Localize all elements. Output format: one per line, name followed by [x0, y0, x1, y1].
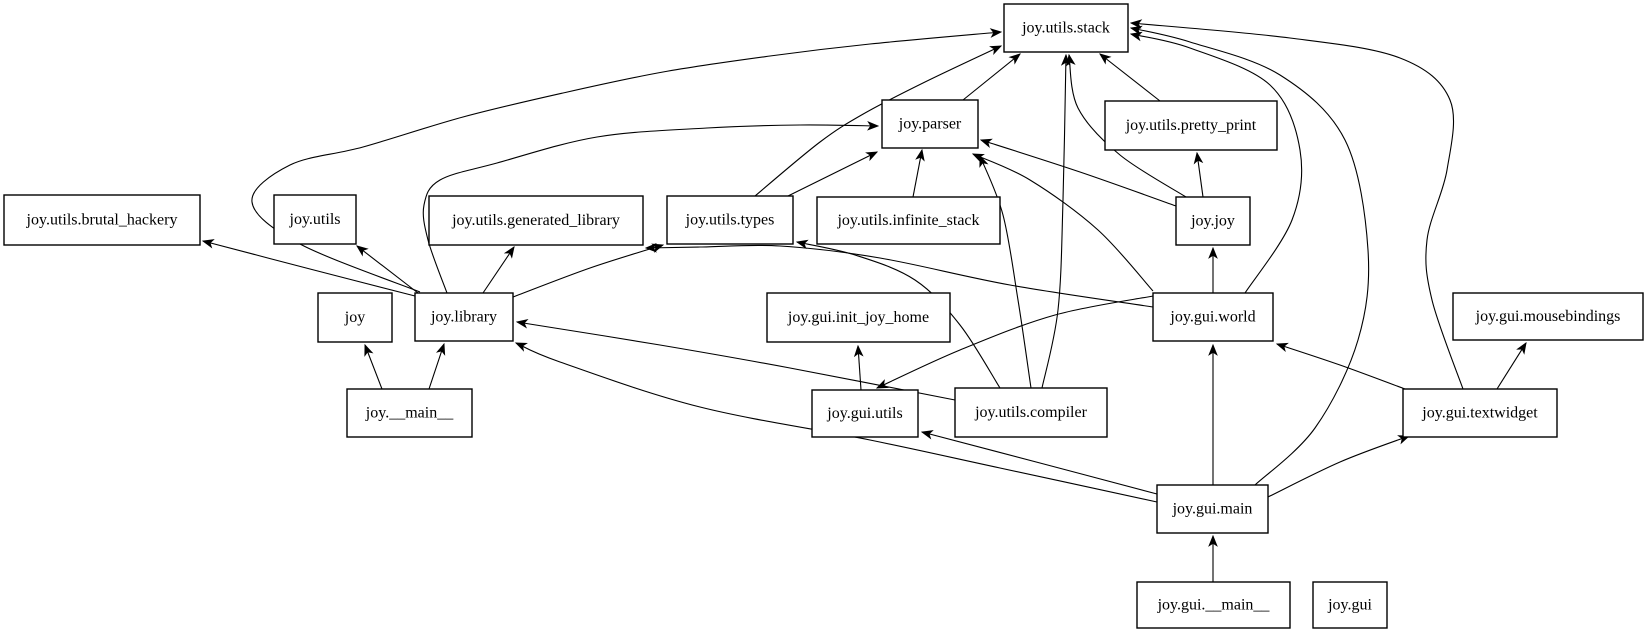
edge-joy-utils-compiler-to-joy-parser	[979, 154, 1032, 389]
node-joy-gui-textwidget: joy.gui.textwidget	[1402, 388, 1558, 438]
node-joy-gui-mousebindings: joy.gui.mousebindings	[1452, 292, 1644, 341]
node-box-joy	[317, 292, 393, 343]
edge-joy-utils-infinite-stack-to-joy-parser	[912, 148, 925, 198]
node-joy: joy	[317, 292, 393, 343]
node-label-joy-parser: joy.parser	[898, 116, 962, 133]
node-joy-utils-generated-library: joy.utils.generated_library	[428, 195, 644, 246]
edge-joy-main-to-joy-library	[428, 342, 446, 390]
node-label-joy-utils-brutal-hackery: joy.utils.brutal_hackery	[26, 212, 178, 229]
node-joy-utils-brutal-hackery: joy.utils.brutal_hackery	[3, 194, 201, 246]
node-box-joy-gui-world	[1152, 292, 1274, 342]
node-label-joy-gui-textwidget: joy.gui.textwidget	[1421, 405, 1538, 422]
node-label-joy-gui-mousebindings: joy.gui.mousebindings	[1475, 308, 1621, 325]
node-box-joy-utils-types	[666, 195, 794, 245]
node-box-joy-joy	[1175, 196, 1251, 246]
node-joy-gui-main: joy.gui.main	[1156, 484, 1269, 534]
edge-joy-gui-world-to-joy-utils-stack	[1129, 31, 1303, 294]
node-joy-utils-types: joy.utils.types	[666, 195, 794, 245]
node-box-joy-utils-generated-library	[428, 195, 644, 246]
node-label-joy-gui: joy.gui	[1327, 597, 1372, 614]
node-box-joy-parser	[881, 99, 979, 149]
edge-joy-library-to-joy-parser	[422, 120, 880, 294]
edge-joy-library-to-joy-utils-stack	[251, 28, 1003, 293]
node-label-joy-utils: joy.utils	[289, 211, 341, 228]
node-label-joy-utils-pretty-print: joy.utils.pretty_print	[1125, 117, 1257, 134]
edge-joy-gui-utils-to-joy-gui-init-joy-home	[853, 344, 864, 391]
node-label-joy-gui-world: joy.gui.world	[1169, 309, 1255, 326]
node-box-joy-gui-init-joy-home	[766, 292, 951, 343]
node-label-joy: joy	[344, 309, 365, 326]
node-box-joy-gui-main	[1136, 581, 1291, 629]
edge-joy-gui-world-to-joy-utils-generated-library	[644, 242, 1154, 308]
node-joy-utils-pretty-print: joy.utils.pretty_print	[1104, 100, 1278, 151]
edge-joy-utils-compiler-to-joy-utils-stack	[1041, 53, 1071, 389]
node-box-joy-utils-pretty-print	[1104, 100, 1278, 151]
node-joy-gui-main: joy.gui.__main__	[1136, 581, 1291, 629]
node-label-joy-joy: joy.joy	[1190, 213, 1235, 230]
node-label-joy-gui-main: joy.gui.__main__	[1157, 597, 1271, 614]
node-box-joy-gui-utils	[811, 389, 919, 438]
edge-joy-gui-textwidget-to-joy-gui-world	[1275, 342, 1406, 390]
node-label-joy-utils-compiler: joy.utils.compiler	[974, 404, 1088, 421]
node-box-joy-utils-compiler	[954, 387, 1108, 438]
edge-joy-joy-to-joy-parser	[979, 138, 1177, 207]
edge-joy-utils-types-to-joy-utils-stack	[754, 45, 1003, 197]
node-label-joy-library: joy.library	[430, 309, 497, 326]
node-joy-utils-compiler: joy.utils.compiler	[954, 387, 1108, 438]
node-label-joy-gui-main: joy.gui.main	[1172, 501, 1253, 518]
node-box-joy-main	[346, 388, 473, 438]
node-joy-library: joy.library	[414, 292, 514, 342]
edge-joy-library-to-joy-utils-generated-library	[482, 245, 515, 294]
node-joy-gui-init-joy-home: joy.gui.init_joy_home	[766, 292, 951, 343]
node-box-joy-utils-brutal-hackery	[3, 194, 201, 246]
node-label-joy-gui-init-joy-home: joy.gui.init_joy_home	[787, 309, 929, 326]
node-joy-joy: joy.joy	[1175, 196, 1251, 246]
edge-joy-utils-compiler-to-joy-utils-types	[795, 239, 1001, 389]
node-box-joy-gui	[1312, 581, 1388, 629]
node-joy-main: joy.__main__	[346, 388, 473, 438]
node-joy-utils: joy.utils	[273, 194, 357, 245]
node-joy-gui-world: joy.gui.world	[1152, 292, 1274, 342]
edge-joy-gui-textwidget-to-joy-gui-mousebindings	[1496, 341, 1527, 390]
node-box-joy-library	[414, 292, 514, 342]
node-label-joy-main: joy.__main__	[365, 405, 454, 422]
node-joy-gui-utils: joy.gui.utils	[811, 389, 919, 438]
edge-joy-gui-main-to-joy-utils-stack	[1129, 25, 1370, 486]
node-label-joy-utils-infinite-stack: joy.utils.infinite_stack	[836, 212, 979, 229]
edge-joy-library-to-joy-utils-brutal-hackery	[201, 239, 416, 297]
edge-joy-gui-main-to-joy-gui-utils	[920, 430, 1158, 495]
node-label-joy-gui-utils: joy.gui.utils	[826, 405, 902, 422]
edge-joy-utils-types-to-joy-parser	[787, 151, 879, 197]
node-box-joy-utils	[273, 194, 357, 245]
node-box-joy-gui-textwidget	[1402, 388, 1558, 438]
node-joy-utils-infinite-stack: joy.utils.infinite_stack	[816, 196, 1001, 245]
edge-joy-library-to-joy-utils-types	[512, 243, 665, 298]
edge-joy-library-to-joy-utils	[356, 245, 419, 294]
node-joy-gui: joy.gui	[1312, 581, 1388, 629]
node-joy-utils-stack: joy.utils.stack	[1003, 3, 1129, 53]
edge-joy-joy-to-joy-utils-stack	[1066, 53, 1187, 198]
node-box-joy-utils-infinite-stack	[816, 196, 1001, 245]
edge-joy-gui-textwidget-to-joy-utils-stack	[1129, 19, 1464, 390]
node-label-joy-utils-stack: joy.utils.stack	[1021, 20, 1110, 37]
edge-joy-gui-main-to-joy-library	[514, 342, 1158, 503]
edge-joy-main-to-joy	[364, 343, 383, 390]
edge-joy-joy-to-joy-utils-pretty-print	[1193, 151, 1204, 198]
edge-joy-utils-pretty-print-to-joy-utils-stack	[1099, 53, 1161, 102]
edge-joy-gui-world-to-joy-gui-utils	[875, 295, 1154, 389]
edge-joy-parser-to-joy-utils-stack	[962, 53, 1021, 101]
node-label-joy-utils-types: joy.utils.types	[685, 212, 775, 229]
edge-joy-gui-world-to-joy-parser	[971, 153, 1154, 292]
node-box-joy-gui-mousebindings	[1452, 292, 1644, 341]
node-joy-parser: joy.parser	[881, 99, 979, 149]
node-label-joy-utils-generated-library: joy.utils.generated_library	[451, 212, 620, 229]
node-box-joy-gui-main	[1156, 484, 1269, 534]
edge-joy-gui-main-to-joy-gui-textwidget	[1267, 435, 1411, 498]
node-box-joy-utils-stack	[1003, 3, 1129, 53]
